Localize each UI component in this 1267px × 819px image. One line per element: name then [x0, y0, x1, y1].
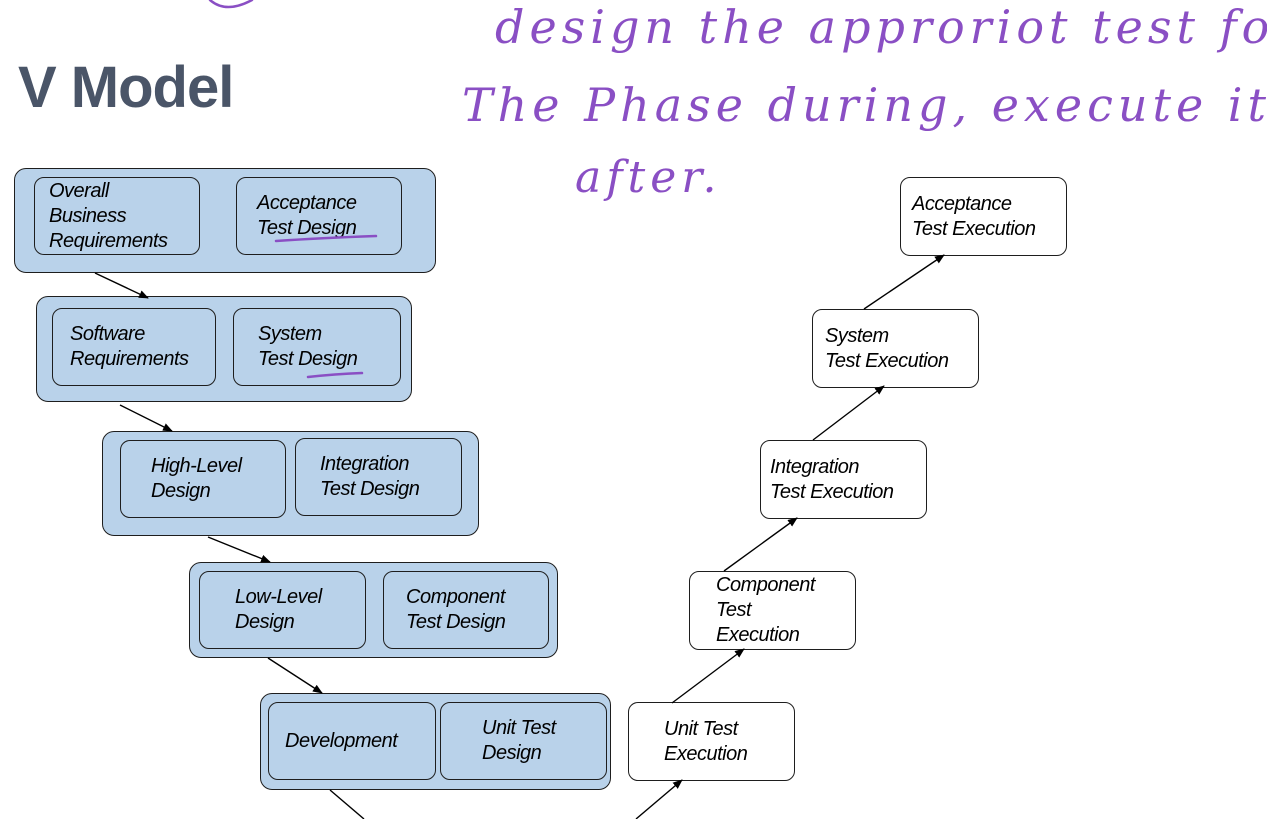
- box-label: High-Level: [151, 455, 242, 477]
- box-label: Business: [49, 204, 127, 227]
- box-label: Design: [482, 742, 542, 764]
- underline-mark: [306, 371, 364, 379]
- development-box: Development: [268, 702, 436, 780]
- underline-mark: [274, 234, 378, 243]
- flow-arrow: [267, 657, 323, 694]
- box-label: System: [825, 324, 889, 347]
- box-label: Unit Test: [482, 717, 556, 739]
- box-label: Component: [406, 586, 505, 608]
- box-label: Design: [151, 480, 211, 502]
- box-label: Test: [716, 599, 752, 621]
- flow-arrow: [207, 536, 271, 563]
- box-label: Acceptance: [257, 192, 357, 214]
- box-label: Low-Level: [235, 586, 322, 608]
- system-test-design-box: System Test Design: [233, 308, 401, 386]
- flow-arrow: [94, 272, 149, 299]
- box-label: Unit Test: [664, 717, 738, 740]
- box-label: Execution: [716, 624, 800, 646]
- software-requirements-box: Software Requirements: [52, 308, 216, 386]
- box-label: Test Execution: [770, 480, 894, 503]
- handwritten-note-line-2: The Phase during, execute it: [462, 78, 1267, 132]
- flow-arrow: [723, 517, 798, 572]
- box-label: Development: [285, 729, 398, 752]
- flow-arrow: [812, 385, 885, 441]
- box-label: Requirements: [49, 229, 168, 252]
- box-label: Integration: [770, 455, 860, 478]
- overall-business-requirements-box: Overall Business Requirements: [34, 177, 200, 255]
- flow-arrow: [671, 648, 745, 704]
- box-label: Acceptance: [912, 192, 1012, 215]
- acceptance-test-design-box: Acceptance Test Design: [236, 177, 402, 255]
- system-test-execution-box: System Test Execution: [812, 309, 979, 388]
- flow-arrow: [119, 404, 173, 432]
- flow-arrow: [635, 779, 683, 819]
- component-test-execution-box: Component Test Execution: [689, 571, 856, 650]
- unit-test-execution-box: Unit Test Execution: [628, 702, 795, 781]
- box-label: Software: [70, 323, 145, 345]
- box-label: Test Design: [257, 217, 357, 239]
- box-label: Integration: [320, 453, 410, 475]
- box-label: Test Design: [258, 348, 358, 370]
- box-label: Requirements: [70, 348, 189, 370]
- box-label: Execution: [664, 742, 748, 765]
- box-label: Test Design: [320, 478, 420, 500]
- box-label: Component: [716, 574, 815, 596]
- box-label: Overall: [49, 179, 109, 202]
- acceptance-test-execution-box: Acceptance Test Execution: [900, 177, 1067, 256]
- box-label: System: [258, 323, 322, 345]
- handwritten-note-line-1: design the approriot test for: [495, 0, 1267, 54]
- integration-test-execution-box: Integration Test Execution: [760, 440, 927, 519]
- flow-arrow: [863, 254, 945, 310]
- integration-test-design-box: Integration Test Design: [295, 438, 462, 516]
- page-title: V Model: [18, 55, 234, 120]
- box-label: Test Execution: [912, 217, 1036, 240]
- low-level-design-box: Low-Level Design: [199, 571, 366, 649]
- check-mark: [208, 0, 254, 9]
- flow-line: [329, 789, 365, 819]
- box-label: Test Design: [406, 611, 506, 633]
- box-label: Design: [235, 611, 295, 633]
- box-label: Test Execution: [825, 349, 949, 372]
- component-test-design-box: Component Test Design: [383, 571, 549, 649]
- handwritten-note-line-3: after.: [575, 152, 722, 203]
- unit-test-design-box: Unit Test Design: [440, 702, 607, 780]
- high-level-design-box: High-Level Design: [120, 440, 286, 518]
